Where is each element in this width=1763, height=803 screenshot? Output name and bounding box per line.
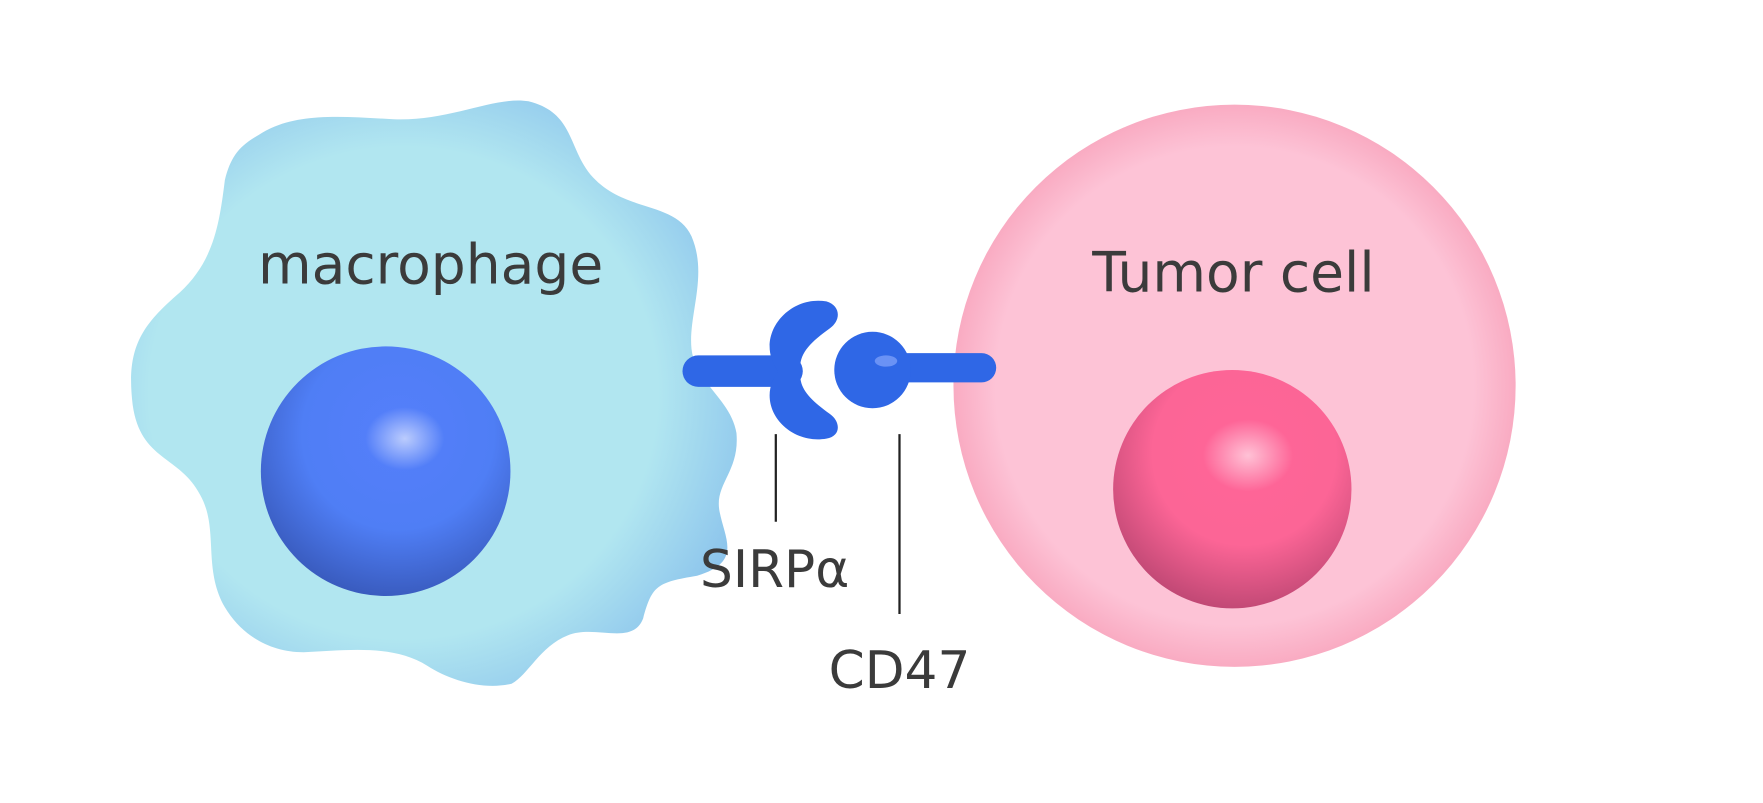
- cd47-ligand: [834, 331, 997, 409]
- macrophage-label: macrophage: [258, 232, 603, 296]
- cd47-label: CD47: [829, 641, 971, 701]
- macrophage-nucleus-highlight: [365, 407, 445, 471]
- tumor-nucleus: [1113, 370, 1352, 609]
- sirpa-label: SIRPα: [700, 540, 849, 600]
- sirpa-receptor: [682, 300, 838, 440]
- tumor-cell-label: Tumor cell: [1091, 240, 1374, 304]
- tumor-nucleus-highlight: [1203, 419, 1294, 492]
- macrophage-nucleus: [260, 346, 511, 597]
